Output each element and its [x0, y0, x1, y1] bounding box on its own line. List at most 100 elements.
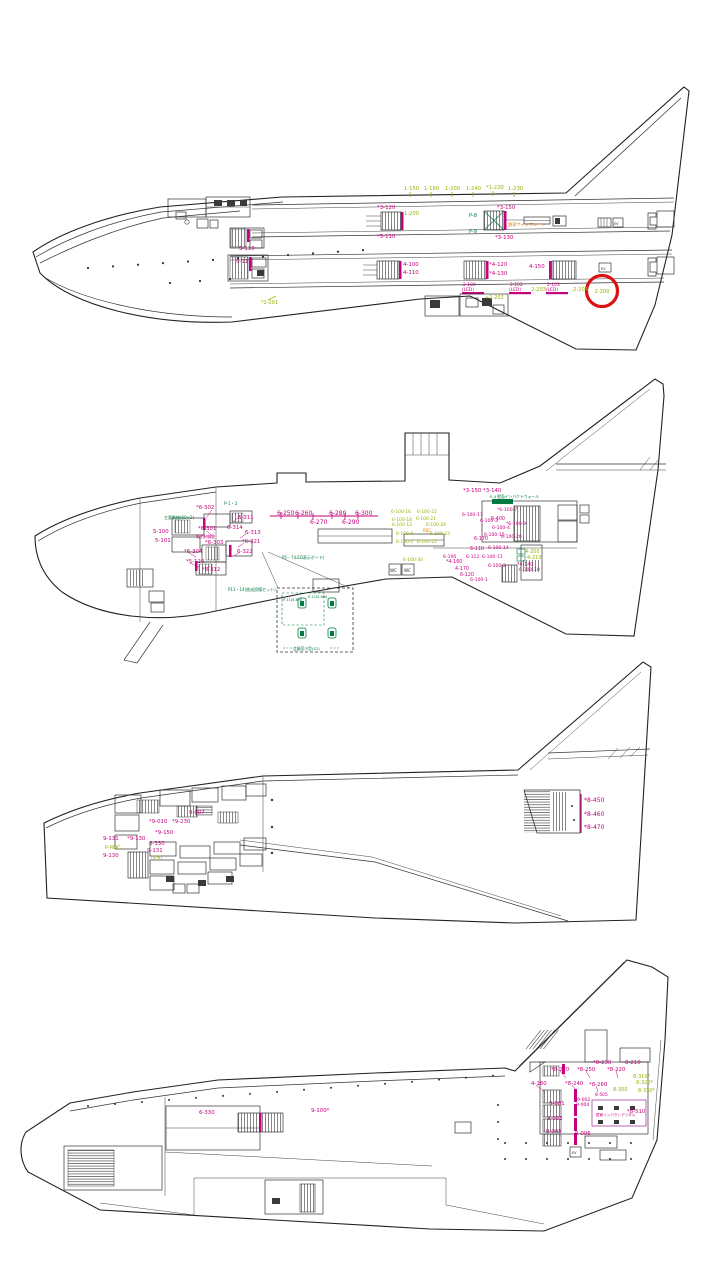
plan-annotation-label: 6-290 — [342, 519, 360, 526]
plan-annotation-label: 9-006 — [575, 1131, 591, 1137]
inspection-highlight-circle — [584, 273, 620, 309]
plan-annotation-label: 9-131 — [103, 836, 119, 842]
plan-annotation-label: 6-100-4 — [492, 525, 510, 531]
plan-annotation-label: *3-110 — [377, 234, 396, 240]
plan-annotation-label: *6-301 — [198, 526, 216, 532]
plan-annotation-label: WC — [390, 568, 397, 573]
plan-annotation-label: *8-270 — [551, 1067, 570, 1073]
plan-annotation-label: 6-311 — [238, 515, 254, 521]
plan-annotation-label: 9-001 — [549, 1101, 565, 1107]
plan-annotation-label: 1-230 — [508, 186, 523, 192]
plan-annotation-label: 誘導サインプレート — [508, 221, 546, 228]
plan-annotation-label: 6-100-20 — [501, 534, 522, 540]
plan-annotation-label: *3-150 — [497, 205, 516, 211]
plan-annotation-label: *3-140 — [483, 488, 502, 494]
plan-annotation-label: 8-310* — [633, 1074, 651, 1080]
plan-annotation-label: 6-110 — [470, 546, 484, 552]
plan-annotation-label: 6-100-22 — [417, 509, 437, 515]
plan-annotation-label: 6-100-18 — [392, 517, 412, 523]
plan-annotation-label: *6-304 — [184, 549, 203, 555]
plan-annotation-label: 9-100* — [311, 1108, 330, 1114]
plan-annotation-label: 6-100-16 — [391, 509, 411, 515]
plan-annotation-label: 8-300 — [613, 1087, 628, 1093]
plan-annotation-label: *8-260 — [589, 1082, 608, 1088]
plan-annotation-label: *6-321 — [242, 539, 260, 545]
plan-annotation-label: 6-100-3 — [480, 518, 498, 524]
plan-annotation-label: 2-102 — [510, 282, 523, 288]
plan-annotation-label: *8-230 — [593, 1060, 612, 1066]
plan-annotation-label: 6-100-13 — [392, 522, 412, 528]
plan-annotation-label: *6-100-9 — [506, 521, 526, 527]
plan-annotation-label: 9-007 — [189, 810, 205, 816]
plan-annotation-label: 4-170 — [455, 566, 469, 572]
plan-annotation-label: 2-103 — [547, 282, 560, 288]
plan-annotation-label: 6-300 — [355, 510, 373, 517]
plan-annotation-label: S-110 — [239, 246, 255, 252]
plan-annotation-label: S-111 — [236, 259, 252, 265]
plan-annotation-label: 6-100-10 — [519, 567, 540, 573]
plan-annotation-label: (LED) — [462, 287, 474, 293]
plan-annotation-label: P-1・2 — [224, 501, 238, 506]
plan-annotation-label: *4-140 — [517, 562, 533, 568]
plan-annotation-label: 6-100-30 — [403, 557, 423, 563]
plan-annotation-label: P-11(S-6M) — [283, 598, 303, 602]
plan-annotation-label: P-8 — [469, 213, 477, 219]
floor-plan-level-1: 1-1501-1601-2001-240*1-2201-230*3-120*3-… — [32, 86, 690, 351]
plan-annotation-label: 4-180 — [531, 1081, 547, 1087]
plan-annotation-label: 1-200 — [445, 186, 460, 192]
plan-annotation-label: 4-210 — [527, 555, 542, 561]
plan-annotation-label: *8-460 — [584, 811, 605, 818]
plan-annotation-label: 6-260 — [295, 510, 313, 517]
plan-annotation-label: 6-313 — [245, 530, 261, 536]
plan-annotation-label: *9-230 — [172, 819, 191, 825]
plan-annotation-label: 6-100-5 — [396, 539, 413, 545]
plan-annotation-label: *6-302 — [196, 505, 214, 511]
plan-annotation-label: EV — [572, 1151, 577, 1155]
plan-annotation-label: EV — [601, 267, 606, 271]
plan-annotation-label: 8-320* — [636, 1080, 654, 1086]
plan-annotation-label: *8-240 — [565, 1081, 584, 1087]
plan-annotation-label: (LED) — [509, 287, 521, 293]
plan3-labels: 9-007*9-010*9-230*9-1509-131*9-1306-3309… — [103, 797, 605, 861]
plan-annotation-label: *6-312 — [202, 567, 220, 573]
plan-annotation-label: 2-100 — [463, 282, 476, 288]
plan-annotation-label: 6-100-24 — [426, 522, 446, 528]
plan-annotation-label: 会議室小型(S1) — [293, 646, 320, 651]
plan-annotation-label: 6-100-21 — [416, 516, 436, 522]
plan-annotation-label: 9-003 — [547, 1116, 563, 1122]
plan-annotation-label: 6-120 — [460, 572, 474, 578]
plan-annotation-label: 2-203 — [531, 287, 546, 293]
plan-annotation-label: *1-220 — [486, 185, 504, 191]
plan-annotation-label: REC — [423, 528, 431, 533]
plan-annotation-label: *8-220 — [607, 1067, 626, 1073]
plan-annotation-label: *8-470 — [584, 824, 605, 831]
plan-annotation-label: 6-100-2 — [488, 563, 506, 569]
column-dots — [86, 249, 632, 1160]
plan-annotation-label: 8-210 — [625, 1060, 641, 1066]
plan-annotation-label: *9-010 — [149, 819, 168, 825]
plan-annotation-label: P-ROC — [105, 845, 121, 851]
plan-annotation-label: *6-100-7 — [497, 507, 517, 513]
plan-annotation-label: *9-130 — [127, 836, 146, 842]
plan-annotation-label: 6-170 — [474, 536, 488, 542]
plan-annotation-label: *5-120 — [186, 559, 205, 565]
plan-annotation-label: P-12(S-6M) — [308, 595, 328, 599]
plan-annotation-label: 6-112 — [466, 554, 479, 560]
plan-annotation-label: P5・7(LED表示ボード) — [282, 554, 325, 560]
plan-annotation-label: 2-204 — [573, 287, 589, 293]
plan4-structure — [20, 959, 669, 1232]
plan-annotation-label: 4-200 — [525, 549, 540, 555]
plan1-structure — [32, 86, 690, 351]
floor-plan-level-2: *6-302P-1・2主要動線(60×2)6-311*6-3016-3146-3… — [34, 378, 666, 664]
plan-annotation-label: (LED) — [546, 287, 558, 293]
plan3-structure — [43, 661, 652, 924]
plan-annotation-label: *6-303 — [205, 540, 223, 546]
plan-annotation-label: 6-100-1 — [470, 577, 488, 583]
plan-annotation-label: 1-200 — [404, 211, 419, 217]
plan-annotation-label: *3-150 — [463, 488, 482, 494]
